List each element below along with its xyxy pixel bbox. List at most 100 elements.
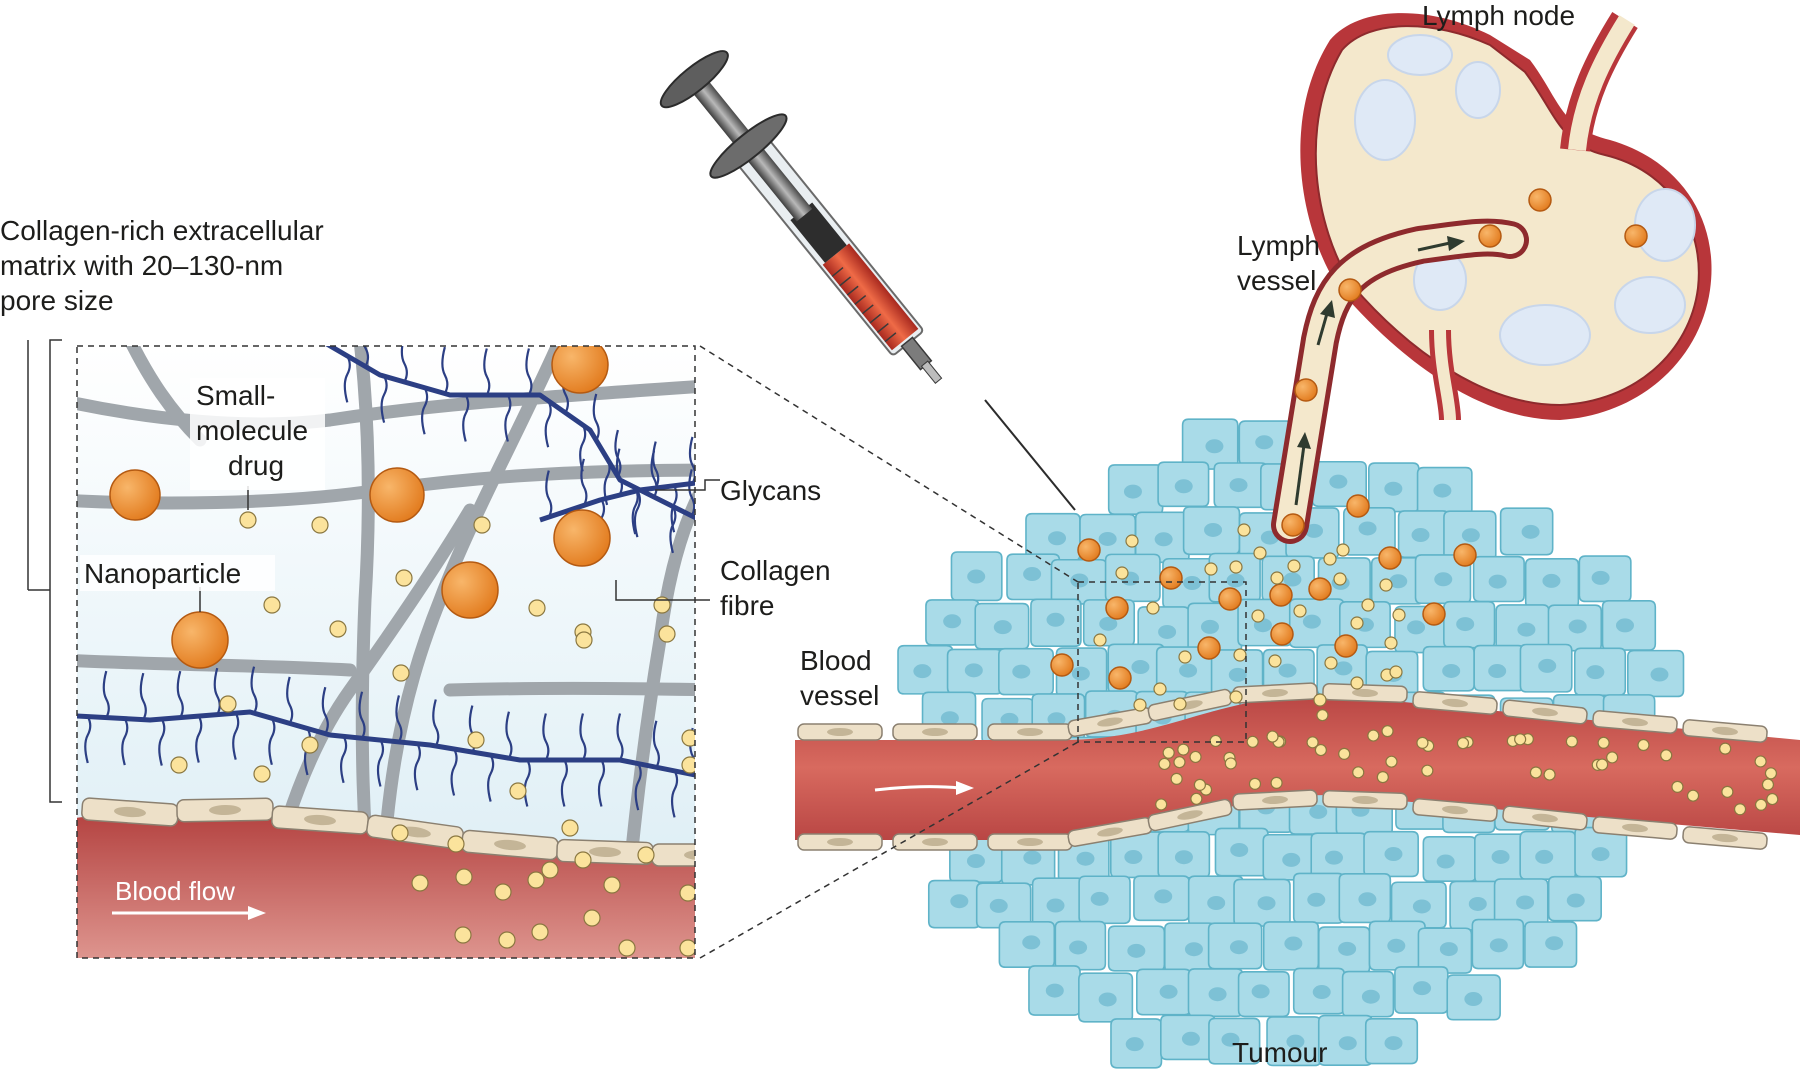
small-molecule-drug [1204,562,1218,576]
nanoparticle [441,561,499,619]
tumour-cell [1031,877,1085,929]
tumour-label: Tumour [1232,1037,1327,1068]
endothelial-cell [1412,798,1498,822]
tumour-cell [1078,972,1134,1023]
endothelial-cell [1067,817,1153,847]
small-molecule-drug [509,782,527,800]
small-molecule-drug [1421,764,1434,777]
small-molecule-drug [583,909,601,927]
tumour-cell [998,920,1056,969]
tumour-cell [1107,464,1164,515]
tumour-cell [1422,645,1475,692]
nanoparticle [1294,378,1318,402]
tumour-cell [1292,967,1346,1015]
ecm-label-line1: Collagen-rich extracellular [0,215,324,246]
small-molecule-drug [1761,778,1775,791]
small-molecule-drug [1543,768,1556,781]
endothelial-cell [1322,682,1408,704]
small-molecule-drug [1173,697,1187,711]
lymph-node-follicle [1499,304,1591,366]
syringe [659,50,1076,511]
small-molecule-drug [575,631,593,649]
small-molecule-drug [1268,654,1282,668]
tumour-cell [1473,644,1526,692]
lymph-node-label: Lymph node [1422,0,1575,31]
small-molecule-drug [1381,725,1394,738]
small-molecule-drug [561,819,579,837]
small-molecule-drug [1253,546,1267,560]
small-molecule-drug [1155,798,1168,811]
small-molecule-drug [1233,648,1247,662]
small-molecule-drug [1316,709,1329,722]
small-molecule-drug [1293,604,1307,618]
tumour-cell [1317,1014,1373,1066]
nanoparticle [369,467,425,523]
small-molecule-drug [528,599,546,617]
tumour-cell [1519,643,1573,693]
ecm-label-line2: matrix with 20–130-nm [0,250,283,281]
lymph-node-follicle [1455,61,1501,119]
small-molecule-drug [1367,729,1380,742]
tumour-cell [1266,1016,1322,1067]
small-molecule-drug [1209,734,1222,748]
small-molecule-drug [1660,749,1673,762]
small-molecule-drug [329,620,347,638]
small-molecule-drug [1376,771,1389,784]
nanoparticle [1422,602,1446,626]
small-molecule-drug [1606,751,1619,764]
small-molecule-drug [1529,766,1543,779]
small-molecule-drug [1416,736,1429,749]
tumour-cell [1524,558,1580,609]
tumour-cell [1601,600,1657,651]
tumour-cell [1519,830,1577,881]
tumour-cell [1443,600,1496,649]
small-molecule-drug [1193,778,1206,791]
tumour-cell [1107,925,1166,972]
tumour-cell [1262,921,1320,971]
lymph-node-follicle [1634,188,1696,262]
tumour-cell [1341,970,1395,1018]
small-molecule-drug [1246,735,1259,748]
tumour-cell [1317,926,1371,975]
tumour-cell [1472,555,1525,603]
tumour-cell [1292,872,1345,924]
tumour-cell [1182,506,1241,556]
glycans-label: Glycans [720,475,821,506]
small-molecule-drug [1379,578,1393,592]
blood-vessel-label-line2: vessel [800,680,879,711]
tumour-cell [1390,881,1447,929]
tumour-cell [1627,649,1685,698]
tumour-cell [1368,462,1420,513]
inset-particles [109,346,695,957]
nanoparticle [553,509,611,567]
endothelial-cell [987,833,1073,851]
endothelial-cell [176,797,274,823]
tumour-cell [1547,604,1603,652]
endothelial-cell [271,805,369,835]
blood-flow-arrow [112,906,266,920]
tumour-cell [1417,927,1473,974]
tumour-cell [1338,873,1392,924]
small-molecule-drug [1173,756,1186,769]
needle [984,399,1076,511]
collagen-label-line2: fibre [720,590,774,621]
tumour-cell [1474,833,1528,884]
tumour-cell [1163,922,1216,974]
small-molecule-drug [531,923,549,941]
small-molecule-drug [1352,766,1365,779]
nanoparticle-label: Nanoparticle [84,558,241,589]
endothelial-cell [987,723,1073,741]
nanoparticle [1378,546,1402,570]
small-molecule-drug [1153,682,1167,696]
blood-vessel-label-line1: Blood [800,645,872,676]
small-molecule-drug [1287,559,1301,573]
nanoparticle [1270,622,1294,646]
nanoparticle [1624,224,1648,248]
glycans [77,346,695,818]
small-molecule-drug [1313,693,1327,707]
small-molecule-drug [455,868,473,886]
endothelium [797,789,1768,851]
endothelial-cell [1592,710,1678,734]
small-molecule-drug [1306,736,1319,749]
tumour-cell [1208,1017,1261,1065]
